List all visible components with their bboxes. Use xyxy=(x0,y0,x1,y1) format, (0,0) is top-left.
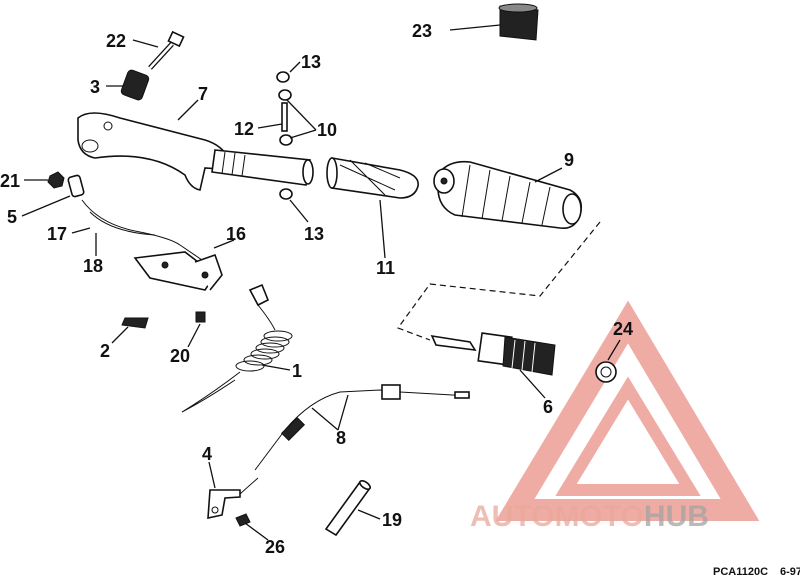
part-4-bracket xyxy=(207,477,259,520)
callout-4: 4 xyxy=(202,444,212,464)
part-11-grip-sleeve xyxy=(326,157,419,199)
part-22-bolt xyxy=(148,30,185,70)
part-13-nuts xyxy=(276,71,293,200)
automotohub-logo xyxy=(495,300,760,521)
callout-8: 8 xyxy=(336,428,346,448)
watermark-text-part1: AUTOMOTO xyxy=(470,500,644,533)
assembly-dashed-path xyxy=(397,221,601,341)
callout-11: 11 xyxy=(376,258,395,278)
callout-19: 19 xyxy=(382,510,402,530)
part-16-switch xyxy=(133,251,223,291)
callout-24: 24 xyxy=(613,319,633,339)
callout-6: 6 xyxy=(543,397,553,417)
part-7-tiller-arm xyxy=(77,112,237,191)
callout-3: 3 xyxy=(90,77,100,97)
part-17-harness xyxy=(81,199,206,263)
callout-10: 10 xyxy=(317,120,337,140)
callout-1: 1 xyxy=(292,361,302,381)
date-code: 6-97 xyxy=(780,566,800,578)
callout-13-bottom: 13 xyxy=(304,224,324,244)
callout-9: 9 xyxy=(564,150,574,170)
callout-12: 12 xyxy=(234,119,254,139)
part-21-nut xyxy=(47,171,65,189)
callout-5: 5 xyxy=(7,207,17,227)
callout-7: 7 xyxy=(198,84,208,104)
reference-code: PCA1120C xyxy=(713,566,768,578)
part-10-bushings xyxy=(278,89,293,146)
part-8-cable xyxy=(254,384,471,471)
callout-16: 16 xyxy=(226,224,246,244)
part-2-clip xyxy=(121,317,149,329)
callout-18: 18 xyxy=(83,256,103,276)
watermark-text: AUTOMOTOHUB xyxy=(470,500,709,533)
part-23-ring xyxy=(498,3,539,41)
part-12-pin xyxy=(281,102,288,132)
callout-20: 20 xyxy=(170,346,190,366)
callout-26: 26 xyxy=(265,537,285,557)
callout-23: 23 xyxy=(412,21,432,41)
part-9-twist-grip xyxy=(433,160,583,230)
part-20-screw xyxy=(195,311,206,323)
part-1-lanyard xyxy=(181,283,293,413)
watermark-text-part2: HUB xyxy=(644,500,709,533)
part-7-tube xyxy=(211,149,314,186)
part-6-throttle-shaft xyxy=(430,332,556,376)
leader-lines xyxy=(21,24,621,541)
callout-2: 2 xyxy=(100,341,110,361)
part-5-fitting xyxy=(67,174,85,198)
callout-17: 17 xyxy=(47,224,67,244)
part-26-screw xyxy=(235,513,251,527)
part-24-cap xyxy=(595,361,617,383)
callout-labels: 22 3 7 13 12 10 13 11 9 23 21 5 17 18 16… xyxy=(0,21,633,557)
callout-13-top: 13 xyxy=(301,52,321,72)
callout-21: 21 xyxy=(0,171,20,191)
part-19-rod xyxy=(324,479,372,537)
callout-22: 22 xyxy=(106,31,126,51)
part-3-bushing xyxy=(120,69,150,101)
